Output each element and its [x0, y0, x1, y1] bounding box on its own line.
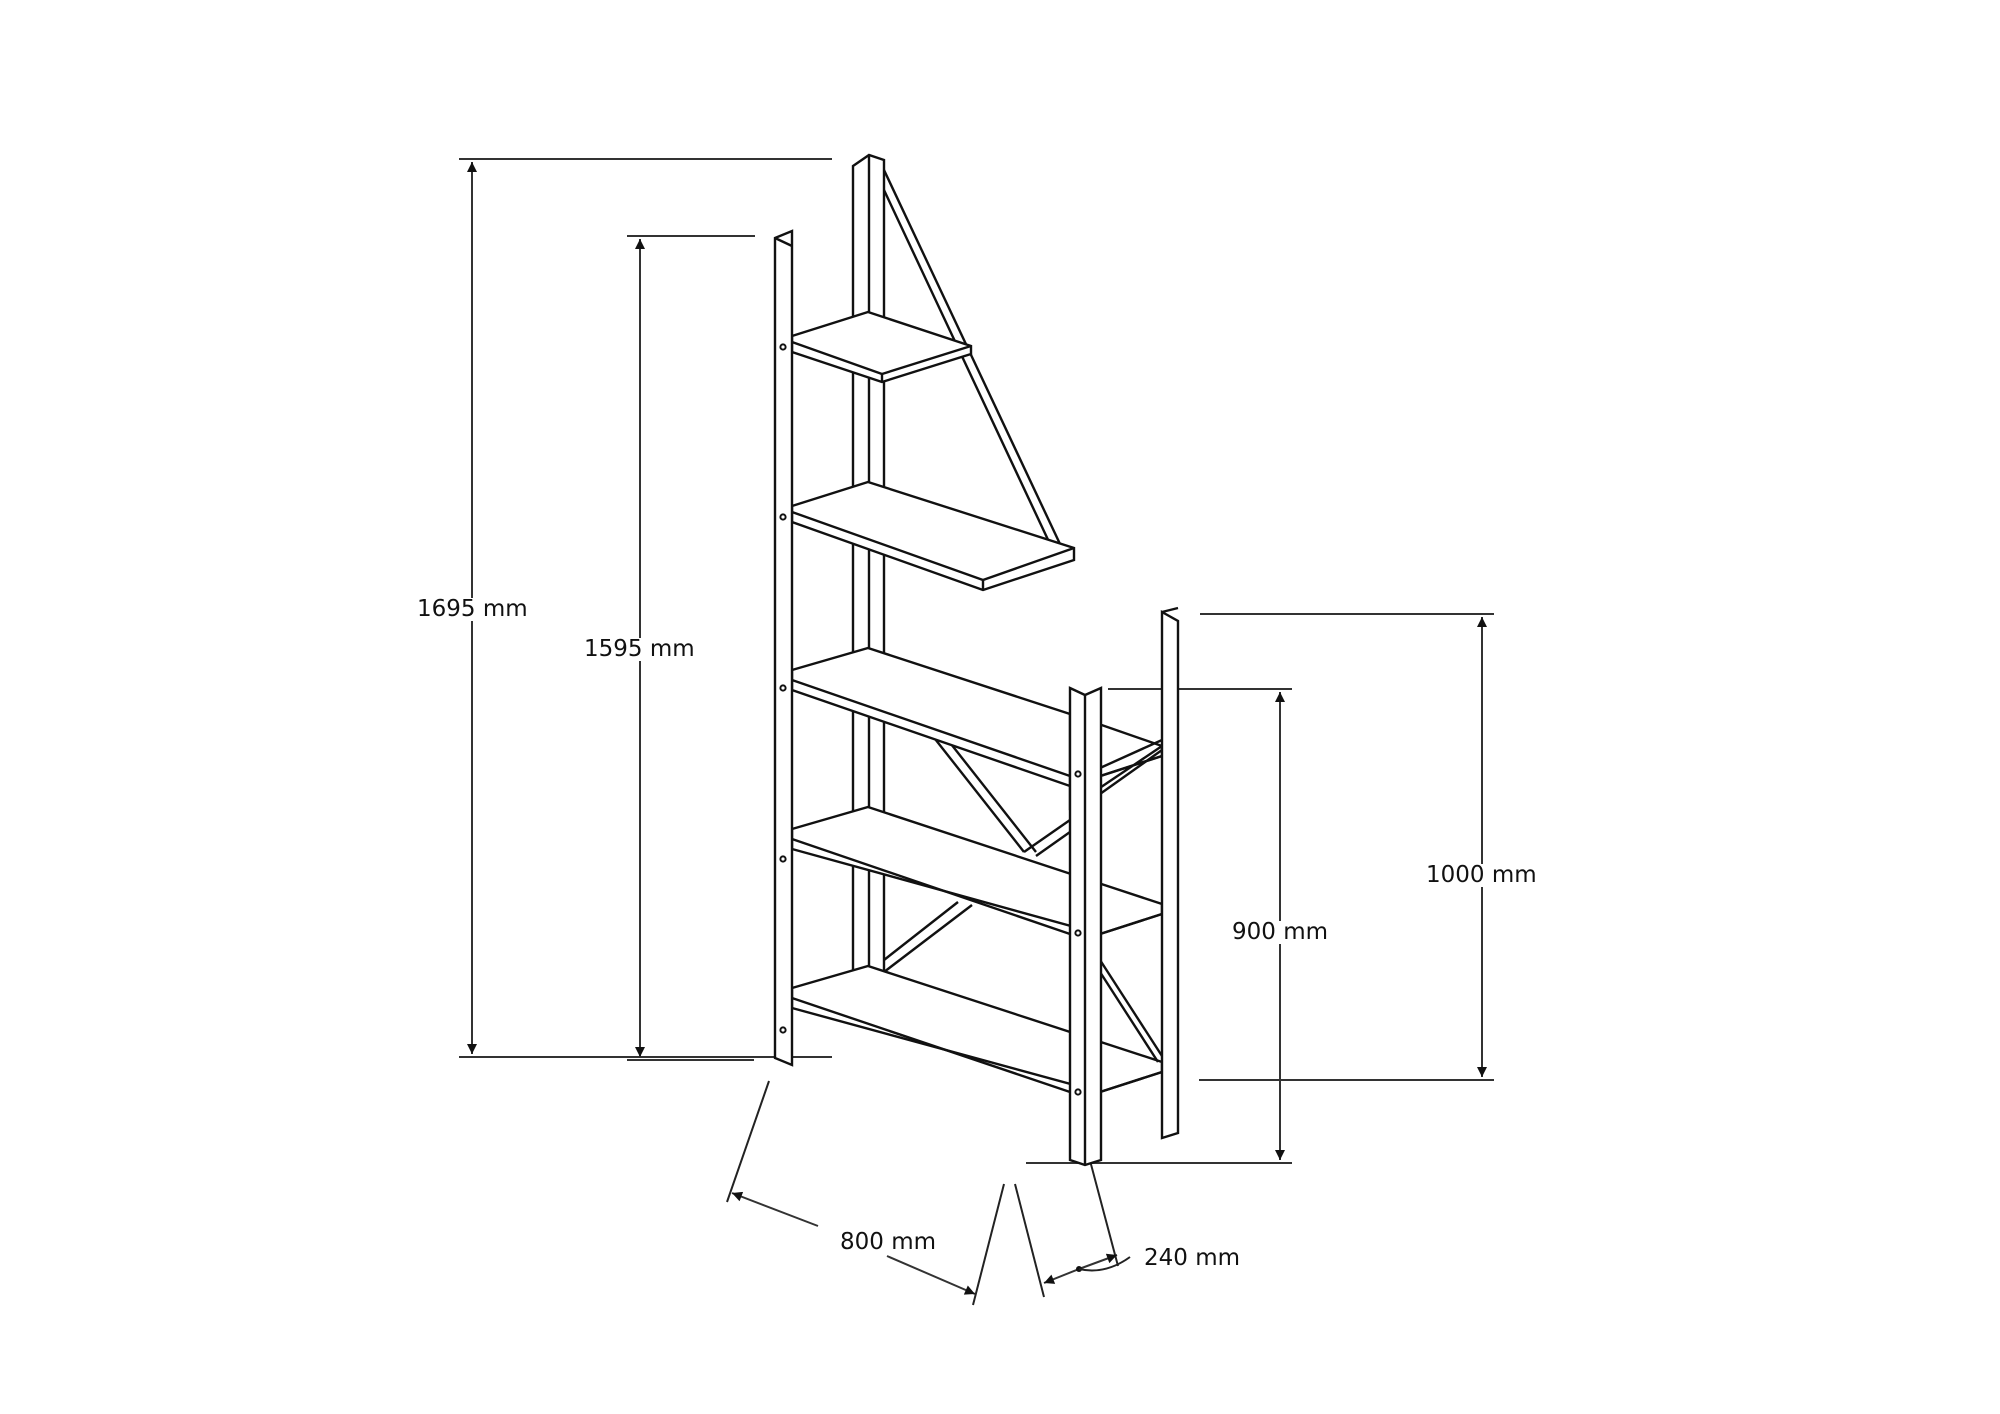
dimension-label-1595: 1595 mm — [582, 636, 697, 662]
screw-hole — [779, 684, 787, 692]
top-diagonal-brace — [882, 169, 1062, 545]
back-right-post — [1160, 606, 1180, 1140]
screw-hole — [1074, 770, 1082, 778]
dimension-label-1695: 1695 mm — [415, 596, 530, 622]
dimension-label-900: 900 mm — [1230, 919, 1331, 945]
screw-hole — [779, 855, 787, 863]
screw-hole — [779, 1026, 787, 1034]
dimension-label-240: 240 mm — [1142, 1245, 1243, 1271]
shelf-third — [790, 646, 1164, 811]
dimension-arrow-left — [731, 1191, 819, 1227]
back-cross-braces — [883, 729, 1071, 973]
front-left-post — [773, 229, 794, 1067]
shelf-bottom — [790, 964, 1164, 1094]
screw-hole — [779, 343, 787, 351]
shelf-fourth — [790, 805, 1164, 936]
shelving-unit — [773, 153, 1180, 1167]
dimension-label-800: 800 mm — [838, 1229, 939, 1255]
extension-line-left — [1014, 1183, 1045, 1298]
screw-hole — [1074, 929, 1082, 937]
leader-line — [1078, 1256, 1131, 1272]
side-cross-braces — [1098, 738, 1164, 1063]
screw-hole — [779, 513, 787, 521]
shelf-second — [790, 480, 1076, 592]
shelf-top-small — [790, 310, 973, 384]
dimension-240 — [1014, 1152, 1131, 1298]
extension-line-left — [726, 1080, 770, 1203]
dimension-arrow-right — [1078, 1253, 1118, 1270]
extension-line-right — [972, 1183, 1005, 1306]
front-right-post — [1068, 686, 1103, 1167]
dimension-label-1000: 1000 mm — [1424, 862, 1539, 888]
extension-line-right — [1087, 1152, 1119, 1267]
screw-hole — [1074, 1088, 1082, 1096]
dimension-arrow-left — [1043, 1268, 1080, 1284]
dimension-800 — [726, 1080, 1005, 1306]
dimension-arrow-right — [886, 1255, 976, 1295]
dimension-1000 — [1199, 613, 1494, 1081]
